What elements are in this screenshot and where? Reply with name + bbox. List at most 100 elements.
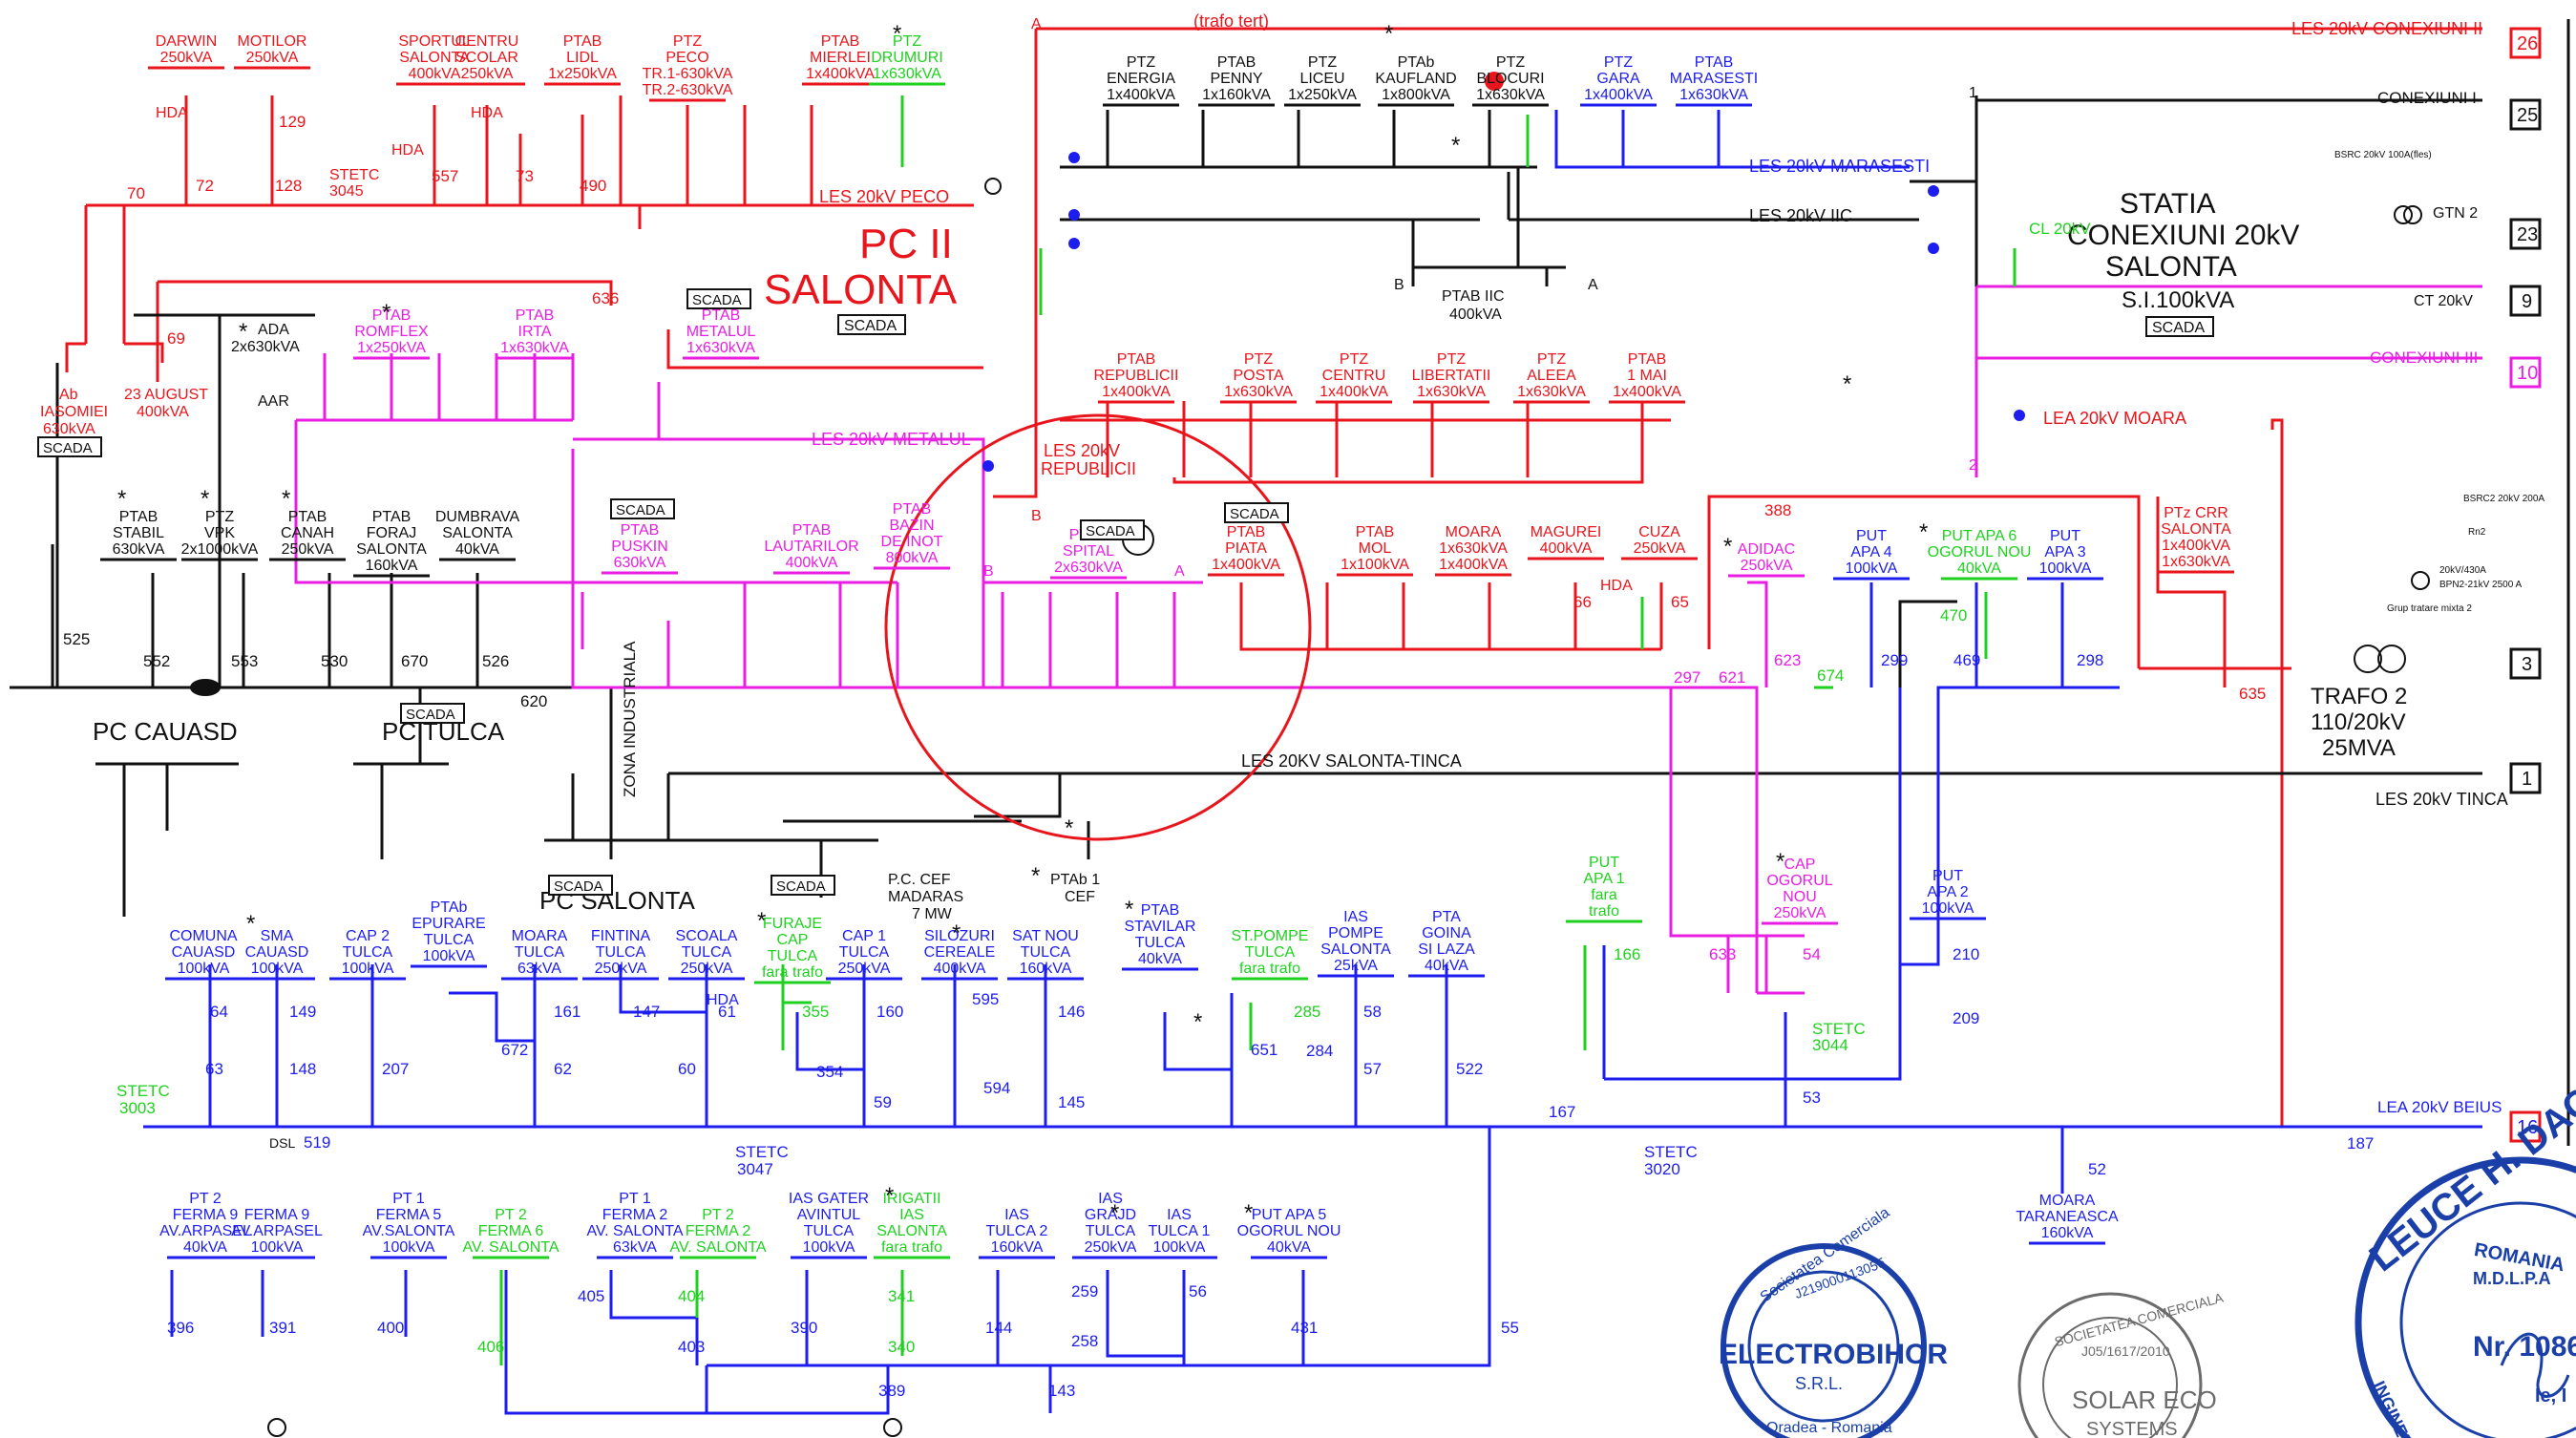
pc2-title-line2: SALONTA xyxy=(764,266,958,313)
number-label-n297: 297 xyxy=(1674,668,1700,687)
number-label-n166: 166 xyxy=(1614,945,1640,963)
magenta_mid-label: 400kVA xyxy=(786,555,838,571)
magenta-network xyxy=(294,285,2482,995)
r20-label: 20kV/430A xyxy=(2439,565,2486,576)
black_left-label: 40kVA xyxy=(455,541,499,558)
star-marker: * xyxy=(1776,849,1784,875)
scada-tag-box xyxy=(400,703,465,724)
bus-2-statia: 2 xyxy=(1969,457,1977,474)
blue_row2-label: FERMA 9 xyxy=(173,1207,239,1223)
number-label-n73: 73 xyxy=(516,167,534,185)
star-marker: * xyxy=(1451,133,1460,159)
lea-moara: LEA 20kV MOARA xyxy=(2043,409,2186,428)
number-label-n167: 167 xyxy=(1549,1103,1575,1121)
blue_row2-label: 100kVA xyxy=(1153,1239,1206,1256)
blue_row1-label: 400kVA xyxy=(934,961,986,977)
star-marker: * xyxy=(1193,1009,1202,1035)
solar-4: SYSTEMS xyxy=(2086,1419,2178,1438)
green_row2-label: PT 2 xyxy=(702,1207,734,1223)
blue_row2-label: 160kVA xyxy=(991,1239,1044,1256)
blue_row2-label: TULCA 1 xyxy=(1149,1223,1211,1239)
blue_row2-label: FERMA 9 xyxy=(244,1207,310,1223)
les-republicii-2: REPUBLICII xyxy=(1041,459,1136,478)
blue_row2-label: PT 1 xyxy=(619,1191,651,1207)
black_top-label: 1x800kVA xyxy=(1382,87,1450,103)
blue_row2-label: OGORUL NOU xyxy=(1237,1223,1341,1239)
blue_row1-label: 100kVA xyxy=(423,948,475,964)
scada-tag: SCADA xyxy=(554,878,603,895)
pc2-title-line1: PC II xyxy=(859,221,953,267)
red_top-label: MIERLEI xyxy=(810,50,871,66)
magenta_mid-label: PTAB xyxy=(792,522,832,539)
red_mid-label: PTZ xyxy=(1437,351,1466,368)
black_top-label: PTZ xyxy=(1127,54,1155,71)
red_mid-label: PTAB xyxy=(1628,351,1667,368)
red_top-label: CENTRU xyxy=(455,33,519,50)
blue_row2-label: AV. SALONTA xyxy=(586,1223,683,1239)
blue_row1-label: 63kVA xyxy=(517,961,561,977)
stetc3044-1: STETC xyxy=(1812,1020,1866,1038)
trafo2-2: 110/20kV xyxy=(2311,709,2406,735)
statia-title-3: SALONTA xyxy=(2105,251,2237,283)
magenta_upper-label: 1x630kVA xyxy=(686,340,755,356)
black_left-label: 160kVA xyxy=(366,558,418,574)
red_top-label: PTAB xyxy=(821,33,860,50)
black_left-label: PTZ xyxy=(205,509,234,525)
bay-boxes xyxy=(2509,27,2542,1143)
blue_top-label: 1x400kVA xyxy=(1584,87,1653,103)
number-label-n400: 400 xyxy=(377,1319,404,1337)
cef-2: MADARAS xyxy=(888,889,963,905)
green_right-label: OGORUL NOU xyxy=(1928,544,2032,560)
number-label-n56: 56 xyxy=(1189,1282,1207,1301)
black_top-label: PTAb xyxy=(1398,54,1435,71)
number-label-n552: 552 xyxy=(143,652,170,670)
magenta_mid-label: PTAB xyxy=(893,501,932,518)
number-label-n390: 390 xyxy=(791,1319,817,1337)
black_top-label: 1x630kVA xyxy=(1476,87,1545,103)
statia-title-2: CONEXIUNI 20kV xyxy=(2067,220,2299,251)
magenta_upper-label: 1x630kVA xyxy=(500,340,569,356)
magenta_mid-label: DE INOT xyxy=(881,534,943,550)
red_top-label: 250kVA xyxy=(246,50,299,66)
blue_right-label: PUT xyxy=(2050,528,2080,544)
leuce-3: M.D.L.P.A xyxy=(2473,1269,2551,1288)
blue_right-label: 100kVA xyxy=(2039,560,2092,577)
magenta_upper-label: IRTA xyxy=(518,324,552,340)
red_lower-label: MAGUREI xyxy=(1531,524,1602,540)
magenta_mid-label: 800kVA xyxy=(886,550,939,566)
statia-scada: SCADA xyxy=(2152,320,2205,336)
conexiuni-i: CONEXIUNI I xyxy=(2377,89,2477,107)
blue_top-label: MARASESTI xyxy=(1670,71,1758,87)
blue_row1-label: SI LAZA xyxy=(1418,941,1475,958)
blue_row2-label: 100kVA xyxy=(251,1239,304,1256)
red_top-label: PTZ xyxy=(673,33,702,50)
red_top-label: 1x250kVA xyxy=(548,66,617,82)
scada-tag: SCADA xyxy=(692,292,742,308)
number-label-n54: 54 xyxy=(1803,945,1821,963)
blue_row2-label: 160kVA xyxy=(2041,1225,2094,1241)
highlight-circle xyxy=(884,413,1312,841)
pc-cauasd: PC CAUASD xyxy=(93,717,238,746)
green_right-label: trafo xyxy=(1589,903,1619,920)
bay-3: 3 xyxy=(2522,654,2532,675)
black_left-label: 250kVA xyxy=(282,541,334,558)
number-label-n553: 553 xyxy=(231,652,258,670)
scada-tag-box xyxy=(1080,519,1145,540)
blue_row1-label: SALONTA xyxy=(1320,941,1391,958)
gtn2: GTN 2 xyxy=(2433,205,2478,222)
star-marker: * xyxy=(757,908,766,934)
hda-label-5: HDA xyxy=(707,992,739,1008)
green_row2-label: PT 2 xyxy=(495,1207,527,1223)
number-label-n66: 66 xyxy=(1573,593,1592,611)
number-label-n299: 299 xyxy=(1881,651,1908,669)
number-label-n670: 670 xyxy=(401,652,428,670)
magenta_mid-label: ADIDAC xyxy=(1738,541,1795,558)
trafo-tert: (trafo tert) xyxy=(1193,11,1269,31)
green_row2-label: SALONTA xyxy=(876,1223,947,1239)
number-label-n55: 55 xyxy=(1501,1319,1519,1337)
magenta_upper-label: PTAB xyxy=(516,307,555,324)
number-label-n210: 210 xyxy=(1953,945,1979,963)
magenta_mid-label: NOU xyxy=(1783,889,1817,905)
number-label-n70: 70 xyxy=(127,184,145,202)
star-marker: * xyxy=(1031,863,1040,889)
